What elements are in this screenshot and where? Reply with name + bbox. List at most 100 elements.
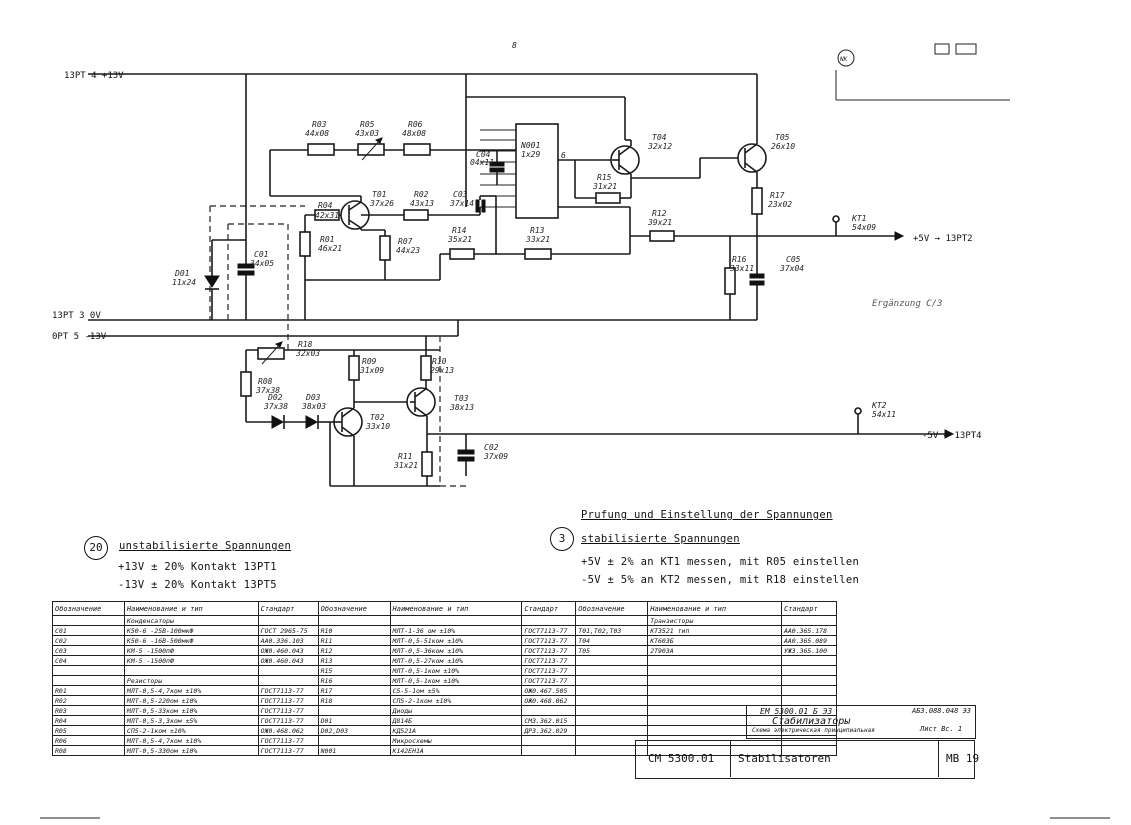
table-cell <box>780 675 838 686</box>
label-r04: R04 <box>318 201 333 210</box>
table-cell <box>780 615 838 626</box>
ic-pin-6: 6 <box>561 151 566 160</box>
table-cell: T05 <box>575 645 649 656</box>
label-r17: R17 <box>770 191 785 200</box>
table-cell: Резисторы <box>123 675 259 686</box>
unstab-line-1: +13V ± 20% Kontakt 13PT1 <box>118 561 277 573</box>
table-cell: R01 <box>52 685 125 696</box>
table-header-cell: Обозначение <box>317 601 391 616</box>
table-header-cell: Наименование и тип <box>123 601 259 616</box>
table-cell: АА0.365.089 <box>780 635 838 646</box>
table-cell: КТ603Б <box>647 635 782 646</box>
kt2-label: KT2 <box>871 401 887 410</box>
note-number-circle-2: 3 <box>550 527 574 551</box>
table-cell: ГОСТ7113-77 <box>521 665 577 676</box>
resistor-r13 <box>524 248 552 260</box>
resistor-r01 <box>299 231 311 257</box>
table-cell <box>521 705 577 716</box>
table-cell: СМ3.362.015 <box>521 715 577 726</box>
table-cell <box>257 665 319 676</box>
label-r18: R18 <box>298 340 313 349</box>
label-d03: D03 <box>305 393 321 402</box>
doc-name-ru: Стабилизаторы <box>772 716 851 727</box>
table-cell: К50-6 -16В-500мкФ <box>123 635 259 646</box>
table-cell: R17 <box>317 685 391 696</box>
table-cell <box>780 695 838 706</box>
resistor-r06 <box>403 143 431 156</box>
value-r07: 44x23 <box>396 246 420 255</box>
value-r16: 33x11 <box>729 264 754 273</box>
table-cell: C02 <box>52 635 125 646</box>
table-cell: ГОСТ7113-77 <box>257 705 319 716</box>
resistor-r04 <box>314 209 340 221</box>
stab-title: stabilisierte Spannungen <box>581 533 740 545</box>
value-c01: 34x05 <box>249 259 274 268</box>
table-cell <box>647 695 782 706</box>
table-cell <box>575 675 649 686</box>
label-r03: R03 <box>312 120 327 129</box>
resistor-r02 <box>403 209 429 221</box>
table-header-cell: Стандарт <box>521 601 577 616</box>
table-cell <box>780 685 838 696</box>
table-cell: ГОСТ7113-77 <box>521 645 577 656</box>
label-c02: C02 <box>484 443 499 452</box>
table-cell: ОЖ0.460.043 <box>257 645 319 656</box>
value-r14: 35x21 <box>447 235 472 244</box>
value-r08: 37x38 <box>255 386 280 395</box>
value-r05: 43x03 <box>355 129 379 138</box>
value-r17: 23x02 <box>768 200 792 209</box>
table-cell: R16 <box>317 675 391 686</box>
resistor-r12 <box>649 230 675 242</box>
table-cell <box>575 655 649 666</box>
value-r02: 43x13 <box>410 199 434 208</box>
table-cell: R18 <box>317 695 391 706</box>
table-cell <box>317 615 391 626</box>
value-r03: 44x08 <box>305 129 329 138</box>
value-t03: 38x13 <box>449 403 474 412</box>
table-cell: КМ-5 -1500пФ <box>123 645 259 656</box>
table-cell <box>52 615 125 626</box>
doc-type: Схема электрическая принципиальная <box>752 727 875 734</box>
resistor-r07 <box>379 235 391 261</box>
table-cell: ГОСТ 2965-75 <box>257 625 319 636</box>
model-number: CM 5300.01 <box>648 752 715 765</box>
table-cell: С5-5-1ом ±5% <box>389 685 523 696</box>
stamp-label: NK <box>839 56 848 63</box>
table-cell: МЛТ-0,5-220ом ±10% <box>123 695 259 706</box>
label-ic: N001 <box>520 141 540 150</box>
label-r05: R05 <box>360 120 375 129</box>
resistor-r14 <box>449 248 475 260</box>
label-r15: R15 <box>597 173 612 182</box>
label-r06: R06 <box>408 120 423 129</box>
table-cell: Микросхемы <box>389 735 523 746</box>
table-cell: N001 <box>317 745 391 756</box>
handwritten-note: Ergänzung C/3 <box>872 299 942 309</box>
table-cell: МЛТ-0,5-4,7ком ±10% <box>123 735 259 746</box>
table-cell: T04 <box>575 635 649 646</box>
table-cell: R03 <box>52 705 125 716</box>
table-header-cell: Стандарт <box>780 601 838 616</box>
value-t01: 37x26 <box>369 199 394 208</box>
capacitor-c05 <box>749 273 765 279</box>
page-code: MB 19 <box>946 752 980 765</box>
table-cell: КД521А <box>389 725 523 736</box>
table-cell <box>575 725 649 736</box>
table-cell: АА0.336.103 <box>257 635 319 646</box>
doc-number: ЕМ 5300.01 Б ЭЗ <box>760 707 833 716</box>
resistor-r08 <box>240 371 252 397</box>
approval-stamp <box>837 49 855 67</box>
label-r01: R01 <box>320 235 334 244</box>
label-r08: R08 <box>258 377 273 386</box>
capacitor-c01 <box>237 263 255 269</box>
label-r13: R13 <box>530 226 545 235</box>
table-cell <box>647 675 782 686</box>
value-c03: 37x14 <box>449 199 474 208</box>
capacitor-c02 <box>457 449 475 455</box>
label-t04: T04 <box>652 133 667 142</box>
